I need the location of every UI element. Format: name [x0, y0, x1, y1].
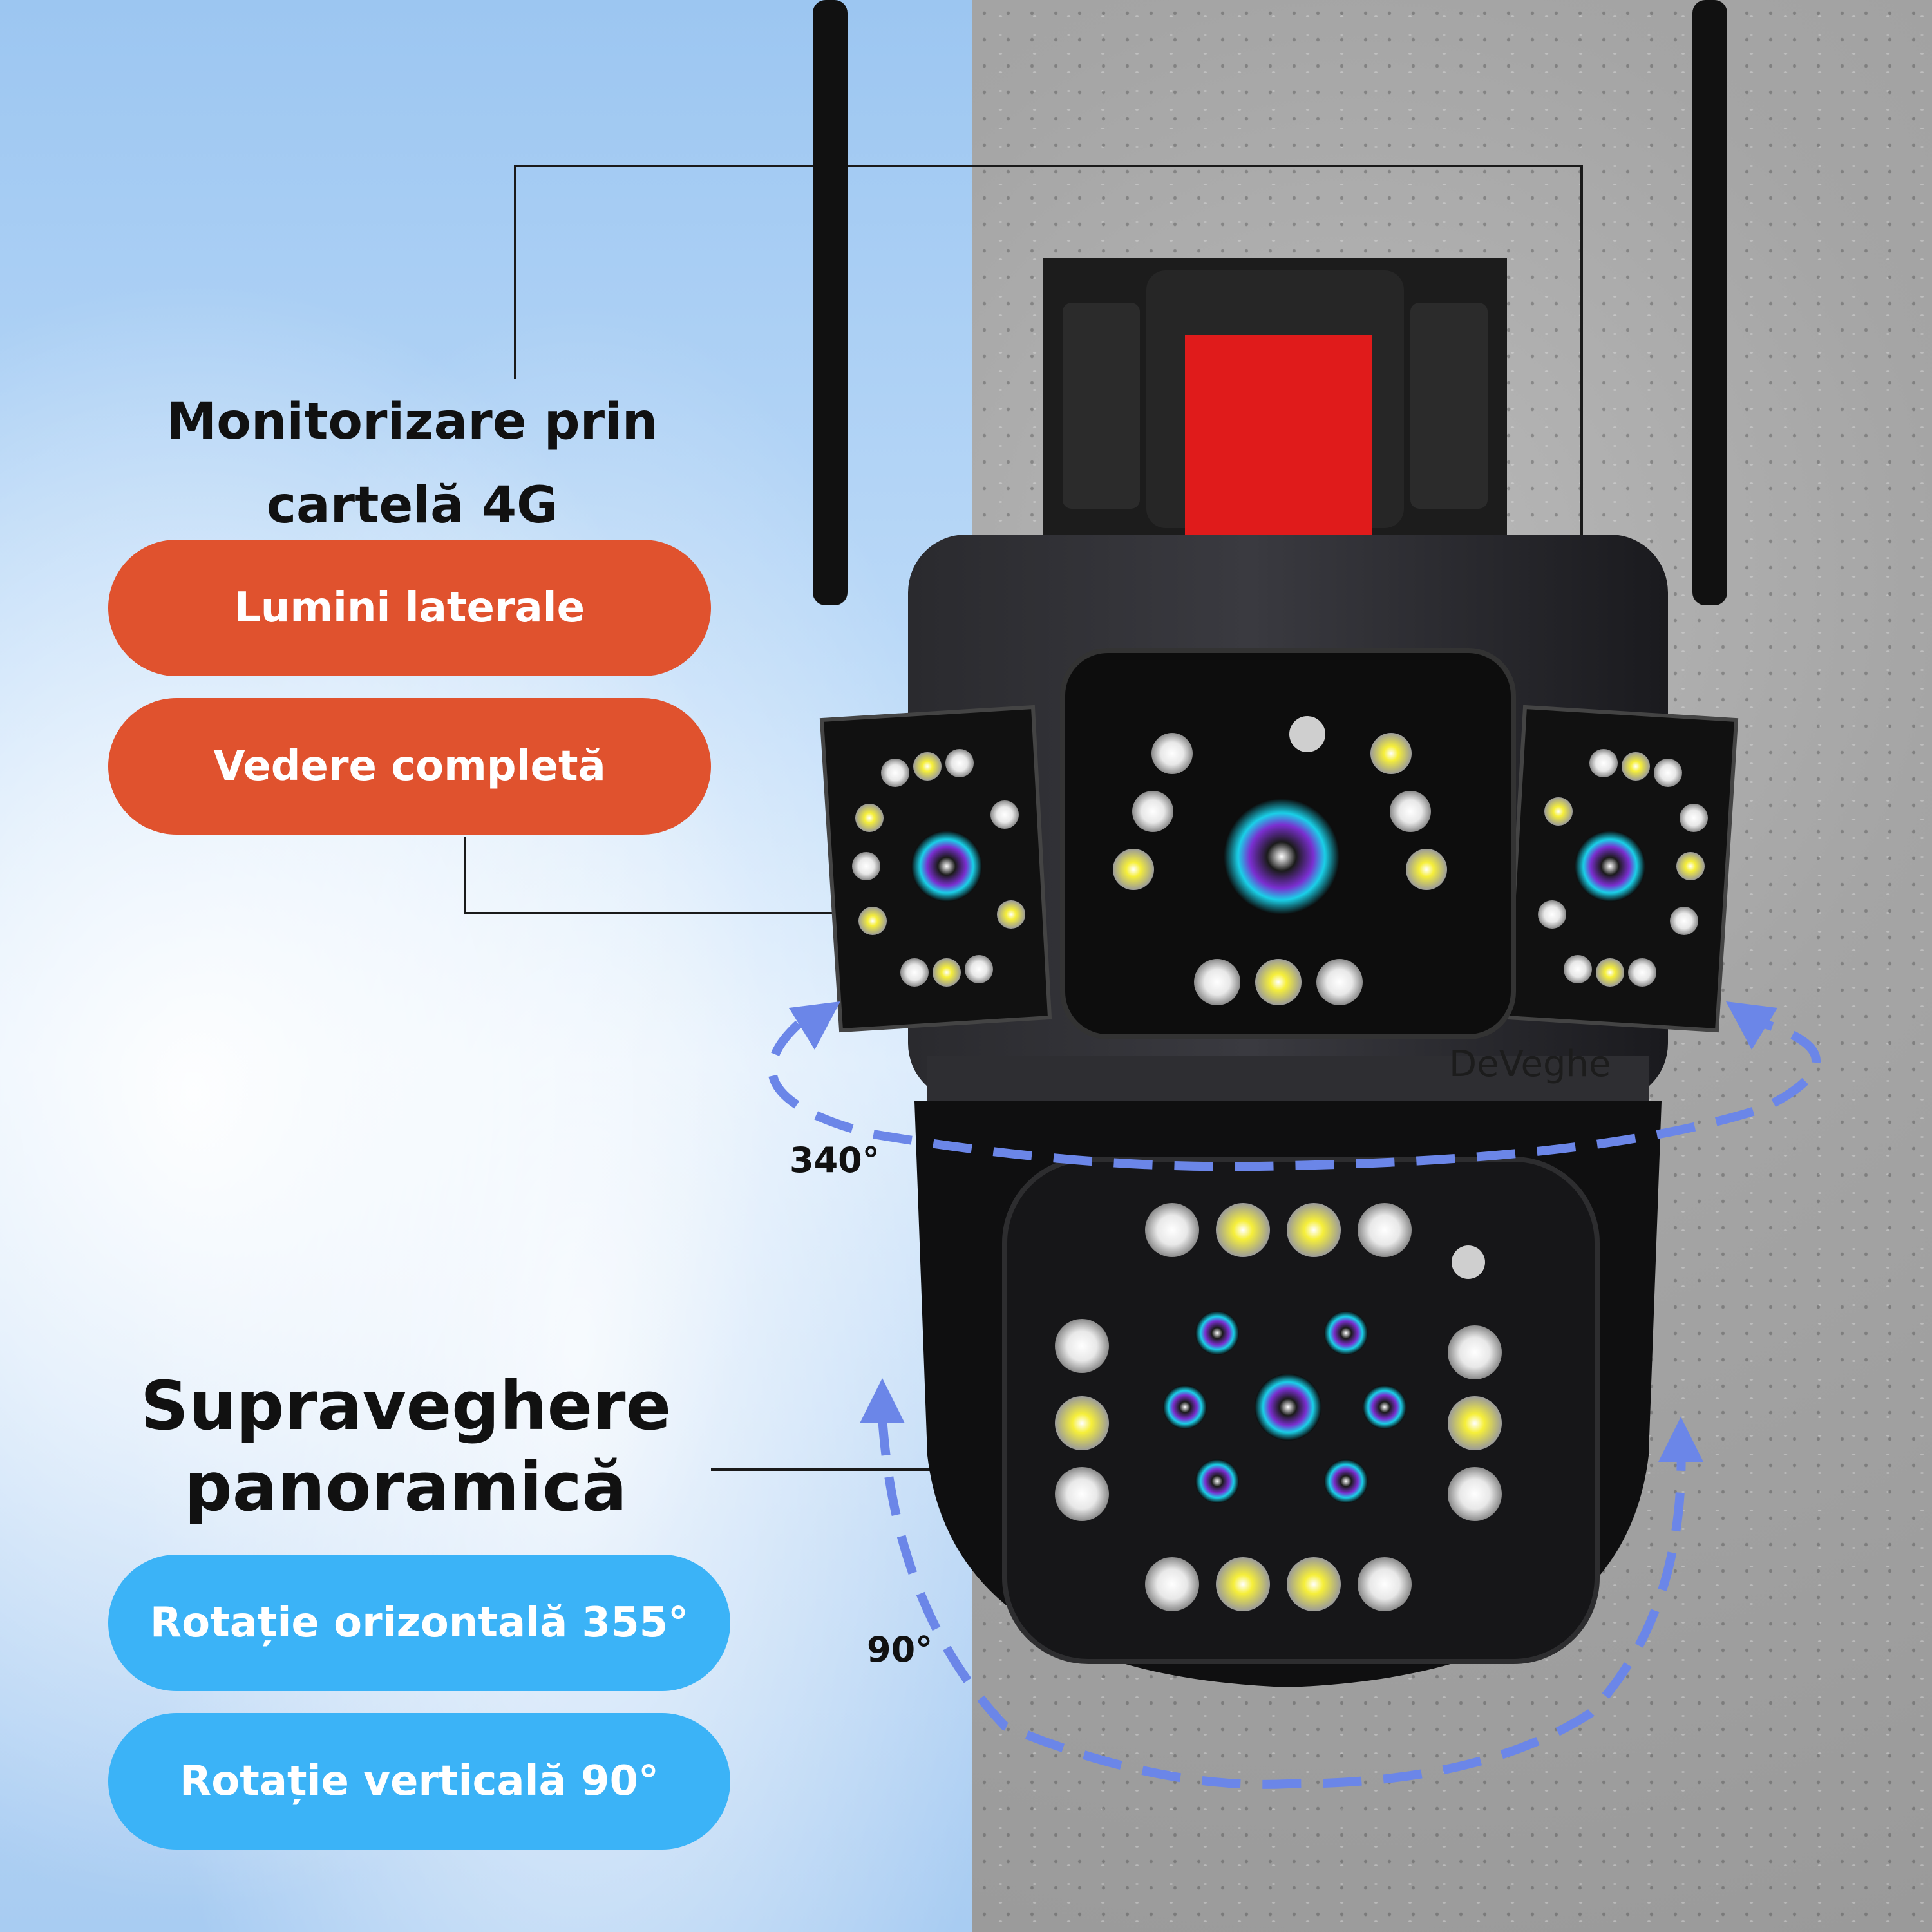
- callout-line-top-down: [1580, 165, 1583, 738]
- brand-label: DeVeghe: [1449, 1043, 1611, 1085]
- angle-label-horizontal: 340°: [790, 1140, 880, 1180]
- horizontal-arrow-head-right: [1726, 1001, 1777, 1050]
- pill-vertical-rotation: Rotație verticală 90°: [108, 1713, 730, 1850]
- camera-lower-dome: [914, 1101, 1662, 1687]
- pill-horizontal-rotation: Rotație orizontală 355°: [108, 1555, 730, 1691]
- heading-panoramic: Supraveghere panoramică: [140, 1367, 672, 1526]
- sim-card-slot: [1185, 335, 1372, 547]
- callout-line-side-vertical: [464, 837, 466, 914]
- horizontal-arrow-head-left: [789, 1001, 840, 1050]
- heading-4g-monitoring: Monitorizare prin cartelă 4G: [166, 393, 658, 535]
- callout-line-top-horizontal: [514, 165, 1583, 167]
- callout-line-top-vertical: [514, 166, 516, 379]
- antenna-right: [1692, 0, 1727, 605]
- pill-side-lights: Lumini laterale: [108, 540, 711, 676]
- mount-bracket: [1043, 258, 1507, 547]
- horizontal-rotation-arrow: [768, 1019, 1821, 1171]
- angle-label-vertical: 90°: [867, 1629, 933, 1670]
- front-main-module: [1060, 648, 1516, 1039]
- vertical-rotation-arrow: [878, 1416, 1686, 1789]
- side-light-module-right: [1504, 705, 1739, 1033]
- antenna-left: [813, 0, 848, 605]
- callout-line-side-horizontal: [464, 912, 837, 914]
- vertical-arrow-head-left: [860, 1378, 905, 1423]
- vertical-arrow-head-right: [1658, 1417, 1703, 1462]
- side-light-module-left: [819, 705, 1052, 1033]
- pill-full-view: Vedere completă: [108, 698, 711, 835]
- main-lens: [1224, 799, 1340, 914]
- callout-line-bottom: [711, 1468, 1033, 1471]
